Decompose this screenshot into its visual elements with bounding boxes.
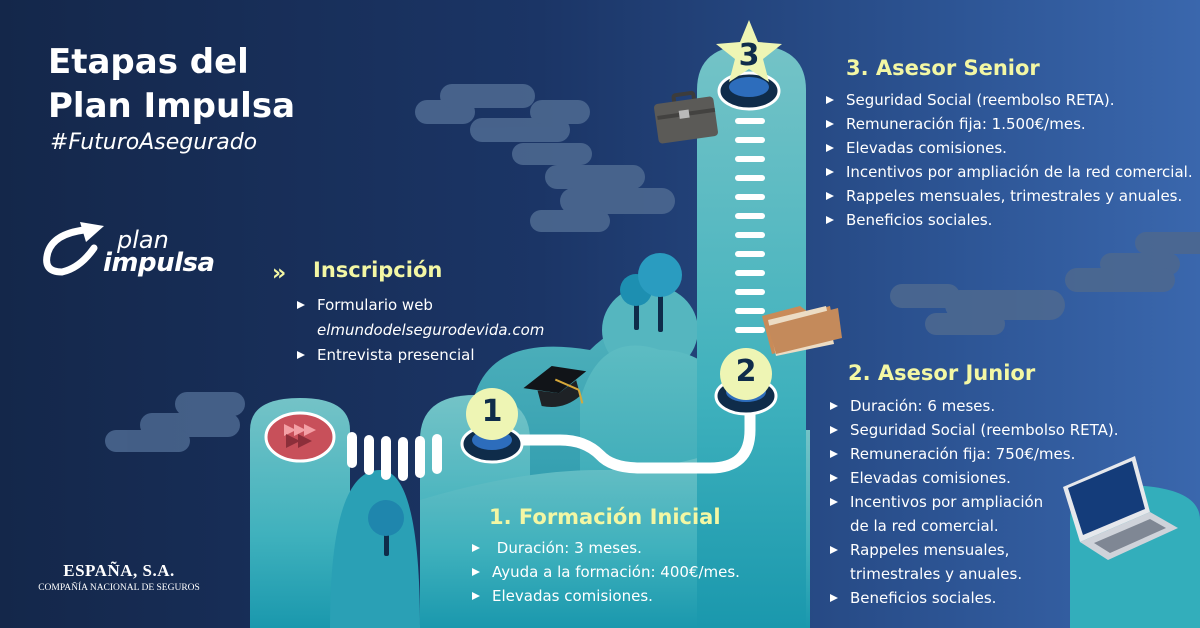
list-item: Incentivos por ampliación de la red come…	[824, 160, 1193, 184]
hashtag: #FuturoAsegurado	[50, 130, 258, 155]
logo-word-plan: plan	[117, 226, 169, 254]
list-item: Duración: 3 meses.	[470, 536, 740, 560]
stage-3-list: Seguridad Social (reembolso RETA). Remun…	[824, 88, 1193, 232]
briefcase-icon	[654, 90, 718, 144]
double-chevron-icon: »	[272, 261, 286, 286]
step-number-2: 2	[735, 354, 757, 389]
company-subtitle: COMPAÑÍA NACIONAL DE SEGUROS	[38, 583, 200, 593]
stage-2-platform	[714, 348, 778, 416]
step-number-3: 3	[738, 38, 760, 73]
cloud-icon	[890, 284, 1065, 335]
start-platform	[264, 411, 336, 463]
stage-2-list: Duración: 6 meses. Seguridad Social (ree…	[828, 394, 1119, 610]
tree-icon	[620, 253, 682, 332]
step-number-1: 1	[481, 394, 503, 429]
logo-word-impulsa: impulsa	[103, 248, 215, 278]
stage-2-title: 2. Asesor Junior	[848, 361, 1036, 385]
list-item: Elevadas comisiones.	[470, 584, 740, 608]
list-item: Elevadas comisiones.	[824, 136, 1193, 160]
ladder	[735, 118, 765, 333]
list-item: Incentivos por ampliación de la red come…	[828, 490, 1119, 538]
list-item: Beneficios sociales.	[828, 586, 1119, 610]
cloud-icon	[512, 143, 675, 232]
company-logo: ESPAÑA, S.A. COMPAÑÍA NACIONAL DE SEGURO…	[33, 561, 205, 593]
inscripcion-item-label: Formulario web	[317, 296, 433, 314]
stage-1-title: 1. Formación Inicial	[489, 505, 721, 529]
inscripcion-website-link[interactable]: elmundodelsegurodevida.com	[317, 321, 545, 339]
graduation-cap-icon	[523, 366, 587, 408]
cloud-icon	[1065, 232, 1200, 292]
list-item: Duración: 6 meses.	[828, 394, 1119, 418]
stage-3-title: 3. Asesor Senior	[846, 56, 1040, 80]
company-name: ESPAÑA, S.A.	[63, 561, 175, 580]
laptop-icon	[1063, 456, 1178, 560]
list-item: Seguridad Social (reembolso RETA).	[824, 88, 1193, 112]
folder-icon	[762, 306, 842, 356]
list-item: Ayuda a la formación: 400€/mes.	[470, 560, 740, 584]
list-item: Beneficios sociales.	[824, 208, 1193, 232]
inscripcion-list: Formulario web elmundodelsegurodevida.co…	[295, 293, 544, 367]
list-item: Formulario web elmundodelsegurodevida.co…	[295, 293, 544, 343]
list-item: Remuneración fija: 750€/mes.	[828, 442, 1119, 466]
stage-3-platform	[716, 20, 782, 111]
list-item: Seguridad Social (reembolso RETA).	[828, 418, 1119, 442]
list-item: Rappeles mensuales, trimestrales y anual…	[824, 184, 1193, 208]
title-line-1: Etapas del	[48, 42, 249, 82]
list-item: Rappeles mensuales, trimestrales y anual…	[828, 538, 1119, 586]
cloud-icon	[415, 84, 590, 142]
curved-arrow-icon	[43, 222, 104, 276]
stage-1-list: Duración: 3 meses. Ayuda a la formación:…	[470, 536, 740, 608]
page-title: Etapas del Plan Impulsa	[48, 40, 295, 128]
tree-icon	[368, 500, 404, 556]
star-icon	[716, 20, 782, 82]
title-line-2: Plan Impulsa	[48, 86, 296, 126]
stage-1-platform	[460, 388, 524, 464]
list-item: Entrevista presencial	[295, 343, 544, 367]
list-item: Elevadas comisiones.	[828, 466, 1119, 490]
double-chevron-icon	[284, 424, 316, 436]
double-chevron-icon	[286, 434, 312, 448]
inscripcion-title: Inscripción	[313, 258, 443, 282]
list-item: Remuneración fija: 1.500€/mes.	[824, 112, 1193, 136]
inscripcion-item-label: Entrevista presencial	[317, 346, 475, 364]
cloud-icon	[105, 392, 245, 452]
